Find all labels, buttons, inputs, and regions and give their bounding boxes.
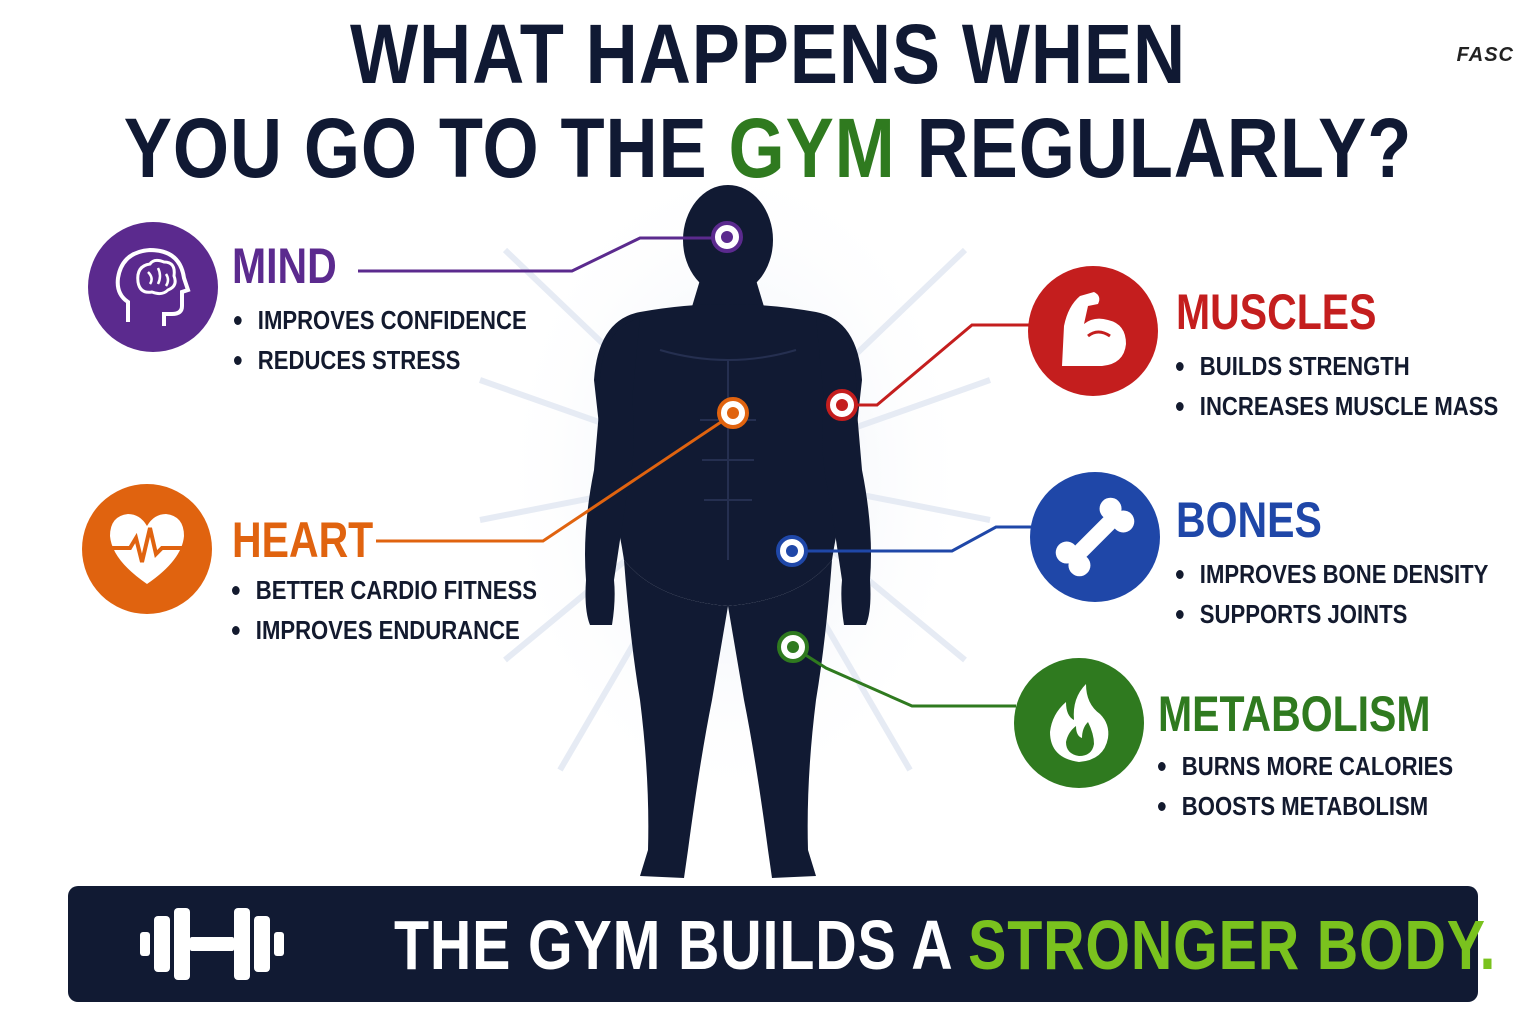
- muscles-bullets: BUILDS STRENGTH INCREASES MUSCLE MASS: [1176, 346, 1536, 426]
- muscles-title: MUSCLES: [1176, 284, 1377, 340]
- bones-title: BONES: [1176, 492, 1322, 548]
- brand-logo: FASC: [1456, 44, 1514, 66]
- bones-marker: [776, 535, 808, 567]
- flame-icon: [1014, 658, 1144, 788]
- mind-bullets: IMPROVES CONFIDENCE REDUCES STRESS: [234, 300, 578, 380]
- list-item: BOOSTS METABOLISM: [1158, 786, 1453, 826]
- heart-connector: [376, 412, 734, 543]
- headline-prefix: YOU GO TO THE: [123, 101, 708, 195]
- heart-bullets: BETTER CARDIO FITNESS IMPROVES ENDURANCE: [232, 570, 591, 650]
- metabolism-connector: [792, 645, 1016, 708]
- list-item: BURNS MORE CALORIES: [1158, 746, 1453, 786]
- heart-marker: [717, 397, 749, 429]
- bone-icon: [1030, 472, 1160, 602]
- headline-line-2: YOU GO TO THE GYM REGULARLY?: [108, 100, 1429, 196]
- muscles-marker: [826, 389, 858, 421]
- list-item: BUILDS STRENGTH: [1176, 346, 1498, 386]
- list-item: REDUCES STRESS: [234, 340, 527, 380]
- slogan-text: THE GYM BUILDS A STRONGER BODY.: [394, 906, 1496, 984]
- metabolism-marker: [777, 631, 809, 663]
- metabolism-title: METABOLISM: [1158, 686, 1431, 742]
- mind-connector: [358, 236, 728, 273]
- brain-head-icon: [88, 222, 218, 352]
- list-item: IMPROVES BONE DENSITY: [1176, 554, 1488, 594]
- headline-highlight: GYM: [728, 101, 896, 195]
- heartbeat-icon: [82, 484, 212, 614]
- slogan-banner: THE GYM BUILDS A STRONGER BODY.: [68, 886, 1495, 1002]
- list-item: BETTER CARDIO FITNESS: [232, 570, 537, 610]
- list-item: SUPPORTS JOINTS: [1176, 594, 1488, 634]
- muscles-connector: [842, 323, 1030, 407]
- list-item: IMPROVES ENDURANCE: [232, 610, 537, 650]
- headline-suffix: REGULARLY?: [916, 101, 1413, 195]
- list-item: INCREASES MUSCLE MASS: [1176, 386, 1498, 426]
- mind-title: MIND: [232, 238, 337, 294]
- flexed-arm-icon: [1028, 266, 1158, 396]
- dumbbell-icon: [140, 908, 284, 980]
- bones-bullets: IMPROVES BONE DENSITY SUPPORTS JOINTS: [1176, 554, 1536, 634]
- headline-line-1: WHAT HAPPENS WHEN: [349, 7, 1187, 101]
- slogan-highlight: STRONGER BODY.: [968, 906, 1497, 984]
- list-item: IMPROVES CONFIDENCE: [234, 300, 527, 340]
- metabolism-bullets: BURNS MORE CALORIES BOOSTS METABOLISM: [1158, 746, 1505, 826]
- slogan-prefix: THE GYM BUILDS A: [394, 906, 952, 984]
- mind-marker: [711, 221, 743, 253]
- bones-connector: [792, 525, 1032, 553]
- heart-title: HEART: [232, 512, 374, 568]
